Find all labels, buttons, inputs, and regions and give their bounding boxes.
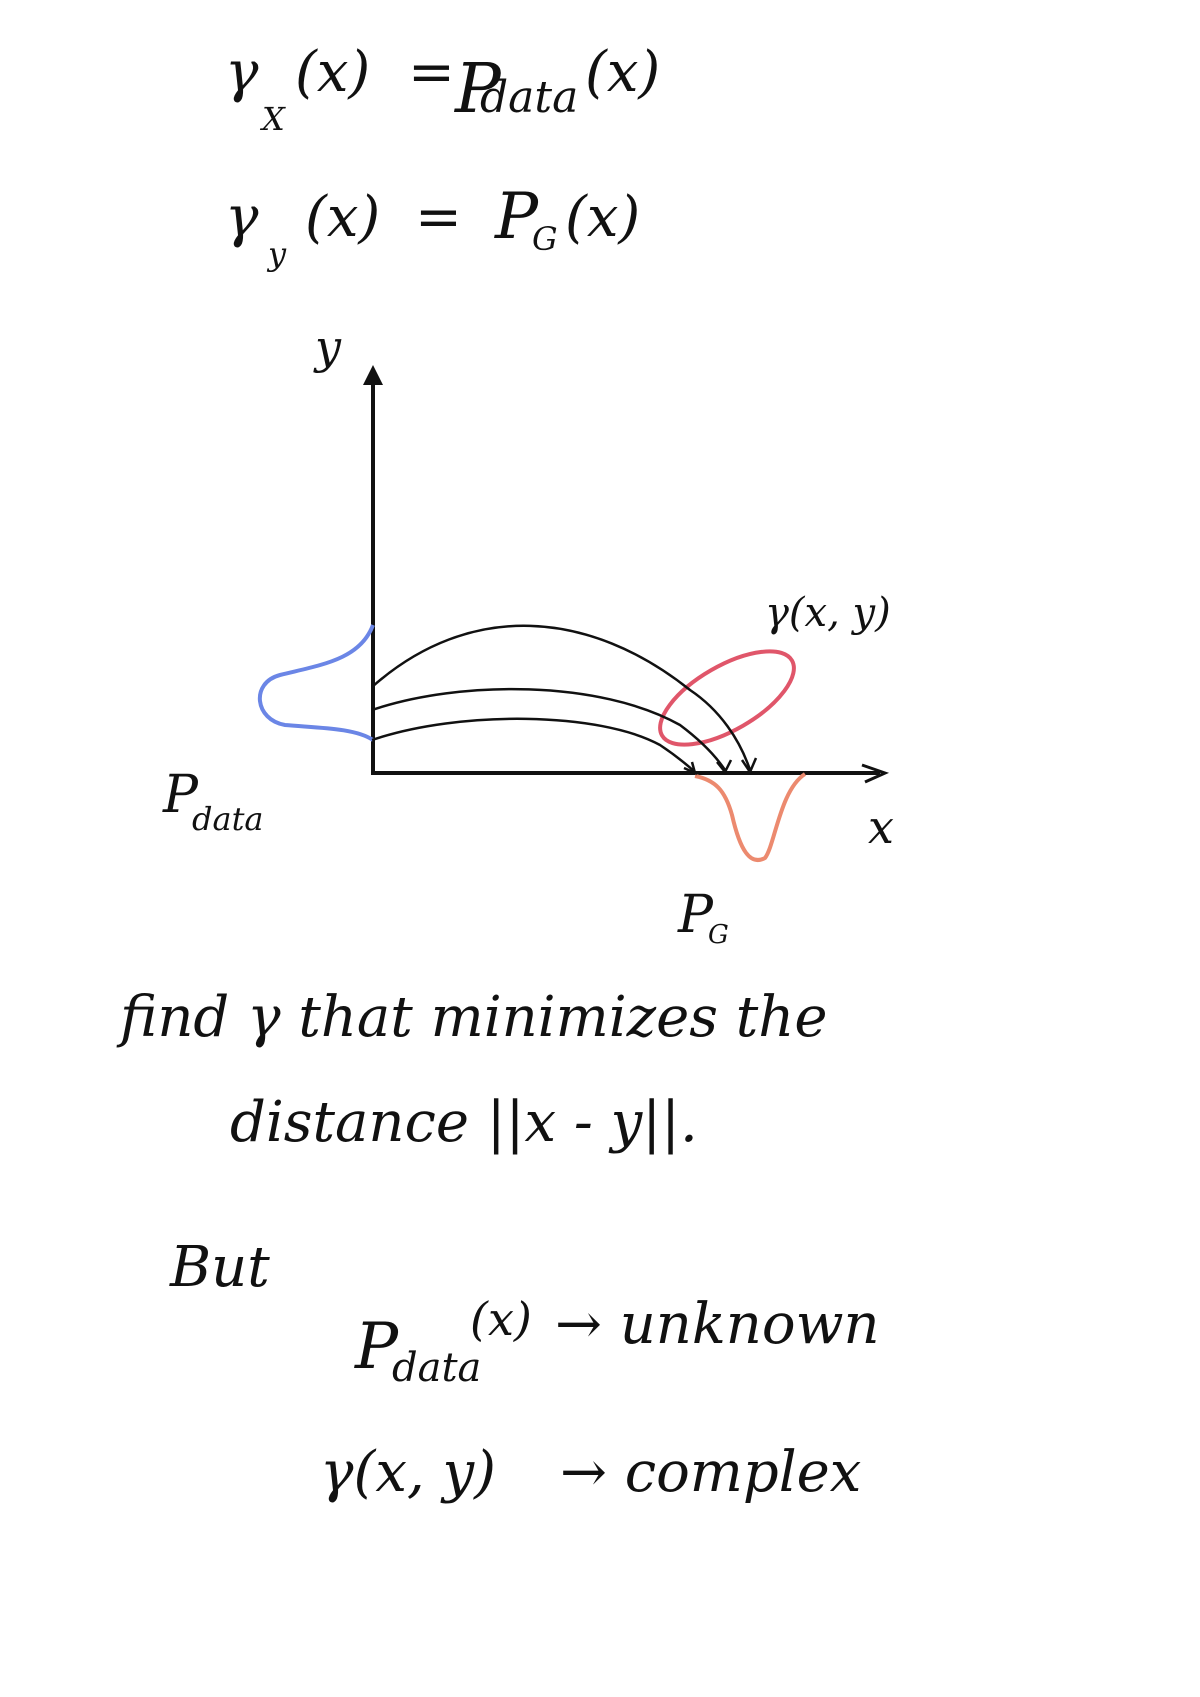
- eq2-gamma: γ: [225, 185, 259, 250]
- eq1-argument: (x): [295, 40, 371, 105]
- eq1-gamma: γ: [225, 40, 259, 105]
- transport-arrowhead-3: [683, 761, 697, 776]
- transport-arrow-2: [371, 687, 727, 771]
- eq2-equals: =: [415, 185, 462, 250]
- eq1-subscript: X: [262, 100, 285, 138]
- eq1-equals: =: [408, 40, 455, 105]
- unknown-rhs: → unknown: [555, 1292, 880, 1357]
- p-g-curve: [694, 772, 807, 862]
- eq1-rhs-argument: (x): [585, 40, 661, 105]
- transport-arrowhead-1: [740, 757, 758, 775]
- transport-arrow-3: [371, 717, 696, 773]
- unknown-lhs-argument: (x): [470, 1292, 532, 1346]
- unknown-lhs-p: P: [355, 1310, 399, 1384]
- unknown-lhs-subscript: data: [392, 1345, 482, 1391]
- p-g-subscript: G: [708, 920, 729, 950]
- note-line-1: find γ that minimizes the: [120, 985, 828, 1050]
- eq2-rhs-p: P: [495, 180, 539, 254]
- transport-arrowhead-2: [716, 759, 733, 775]
- joint-label: γ(x, y): [765, 590, 891, 636]
- y-axis-arrowhead: [363, 365, 383, 385]
- p-data-curve: [258, 624, 375, 742]
- p-g-label: P: [678, 885, 713, 945]
- p-data-subscript: data: [192, 800, 264, 838]
- complex-lhs: γ(x, y): [320, 1440, 496, 1505]
- eq2-rhs-argument: (x): [565, 185, 641, 250]
- eq2-subscript: y: [268, 235, 287, 273]
- note-but: But: [170, 1235, 270, 1300]
- eq2-argument: (x): [305, 185, 381, 250]
- note-line-2: distance ||x - y||.: [230, 1090, 698, 1155]
- y-axis-label: y: [315, 320, 341, 374]
- x-axis-arrowhead: [861, 763, 890, 784]
- joint-ellipse: [658, 649, 796, 747]
- eq2-rhs-subscript: G: [532, 220, 558, 258]
- complex-rhs: → complex: [560, 1440, 862, 1505]
- p-data-label: P: [163, 765, 198, 825]
- eq1-rhs-p: P: [455, 50, 501, 129]
- x-axis-label: x: [868, 800, 894, 854]
- transport-arrow-1: [371, 624, 752, 771]
- eq1-rhs-subscript: data: [480, 72, 579, 123]
